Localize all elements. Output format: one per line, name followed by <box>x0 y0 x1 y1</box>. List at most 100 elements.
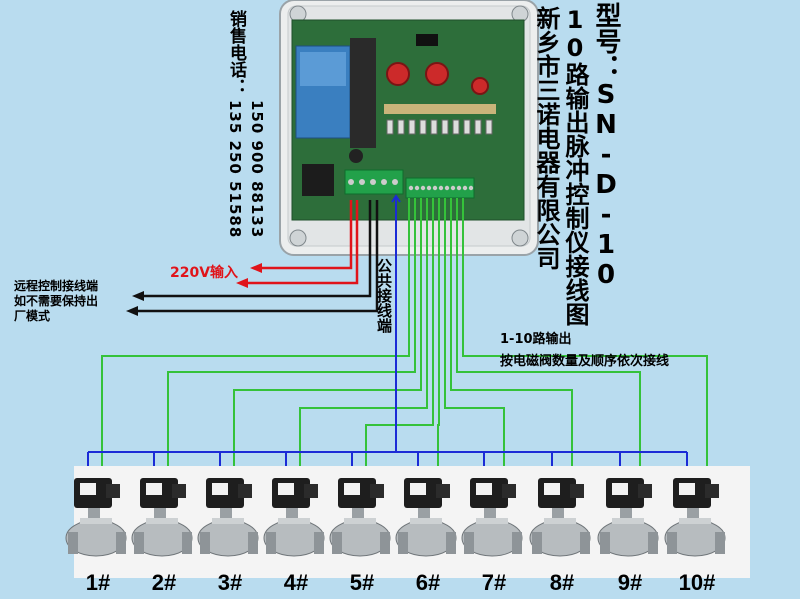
valve-port-right <box>715 532 725 554</box>
valve-connector <box>172 484 186 498</box>
valve-nameplate <box>80 483 96 495</box>
valve-4 <box>263 478 325 557</box>
valve-port-left <box>532 532 542 554</box>
output-wire-7 <box>444 198 505 478</box>
valve-5 <box>329 478 391 557</box>
valve-flange <box>476 518 508 524</box>
valve-connector <box>436 484 450 498</box>
valve-2 <box>131 478 193 557</box>
valve-stem <box>286 508 298 518</box>
output-wire-3 <box>233 198 422 478</box>
valve-label-3: 3# <box>217 570 243 595</box>
valve-connector <box>638 484 652 498</box>
valve-flange <box>146 518 178 524</box>
valve-stem <box>687 508 699 518</box>
input-wires <box>126 200 379 316</box>
common-terminal-label: 公共接线端 <box>375 258 393 333</box>
diagram-title: 10路输出脉冲控制仪接线图 <box>561 6 589 326</box>
valve-nameplate <box>679 483 695 495</box>
valve-nameplate <box>146 483 162 495</box>
circuit-board <box>291 19 525 221</box>
output-wire-2 <box>167 198 416 478</box>
output-wire-9 <box>456 198 641 478</box>
valve-stem <box>154 508 166 518</box>
valve-connector <box>238 484 252 498</box>
valve-nameplate <box>410 483 426 495</box>
valve-flange <box>544 518 576 524</box>
valve-label-4: 4# <box>283 570 309 595</box>
valve-nameplate <box>612 483 628 495</box>
valve-connector <box>304 484 318 498</box>
valve-label-2: 2# <box>151 570 177 595</box>
valve-10 <box>664 478 726 557</box>
valve-flange <box>212 518 244 524</box>
valve-port-left <box>266 532 276 554</box>
input-220v-label: 220V输入 <box>170 265 239 281</box>
valve-7 <box>461 478 523 557</box>
valve-connector <box>705 484 719 498</box>
phone-number-2: 135 250 51588 <box>226 100 244 239</box>
valve-nameplate <box>212 483 228 495</box>
valve-port-left <box>332 532 342 554</box>
valve-1 <box>65 478 127 557</box>
valve-port-right <box>116 532 126 554</box>
valve-port-right <box>380 532 390 554</box>
valve-flange <box>679 518 711 524</box>
valve-connector <box>502 484 516 498</box>
valve-port-right <box>512 532 522 554</box>
valve-port-right <box>446 532 456 554</box>
valve-port-left <box>398 532 408 554</box>
common-terminal-marker <box>391 194 401 203</box>
valve-nameplate <box>544 483 560 495</box>
valve-connector <box>570 484 584 498</box>
valve-port-left <box>200 532 210 554</box>
remote-label-line-1: 远程控制接线端 <box>14 279 99 293</box>
output-label-line-2: 按电磁阀数量及顺序依次接线 <box>500 354 670 369</box>
valve-port-right <box>648 532 658 554</box>
output-wires <box>101 198 708 478</box>
valve-port-right <box>314 532 324 554</box>
valve-label-10: 10# <box>678 570 716 595</box>
valve-label-1: 1# <box>85 570 111 595</box>
output-wire-1 <box>101 198 410 478</box>
valve-flange <box>278 518 310 524</box>
valve-label-9: 9# <box>617 570 643 595</box>
remote-label-line-2: 如不需要保持出 <box>14 294 99 308</box>
valve-flange <box>410 518 442 524</box>
output-wire-4 <box>299 198 428 478</box>
valve-stem <box>484 508 496 518</box>
company-name: 新乡市三诺电器有限公司 <box>532 6 560 270</box>
remote-label-line-3: 厂模式 <box>14 309 51 323</box>
phone-number-1: 150 900 88133 <box>248 100 266 239</box>
output-wire-10 <box>462 198 708 478</box>
valve-label-7: 7# <box>481 570 507 595</box>
output-label-line-1: 1-10路输出 <box>500 332 572 347</box>
valve-connector <box>370 484 384 498</box>
valve-flange <box>80 518 112 524</box>
valve-port-left <box>464 532 474 554</box>
valve-stem <box>352 508 364 518</box>
valve-port-left <box>134 532 144 554</box>
valve-port-left <box>68 532 78 554</box>
valve-port-left <box>667 532 677 554</box>
valve-port-right <box>248 532 258 554</box>
output-wire-6 <box>437 198 440 478</box>
valve-stem <box>88 508 100 518</box>
valves-panel <box>65 466 750 578</box>
valve-stem <box>220 508 232 518</box>
valve-flange <box>612 518 644 524</box>
valve-port-left <box>600 532 610 554</box>
valve-flange <box>344 518 376 524</box>
valve-label-8: 8# <box>549 570 575 595</box>
valve-port-right <box>182 532 192 554</box>
valve-3 <box>197 478 259 557</box>
valve-stem <box>418 508 430 518</box>
valve-nameplate <box>476 483 492 495</box>
valve-8 <box>529 478 591 557</box>
valve-9 <box>597 478 659 557</box>
valve-connector <box>106 484 120 498</box>
valve-label-6: 6# <box>415 570 441 595</box>
valve-nameplate <box>278 483 294 495</box>
sales-label: 销售电话： <box>226 10 246 95</box>
output-wire-8 <box>450 198 573 478</box>
